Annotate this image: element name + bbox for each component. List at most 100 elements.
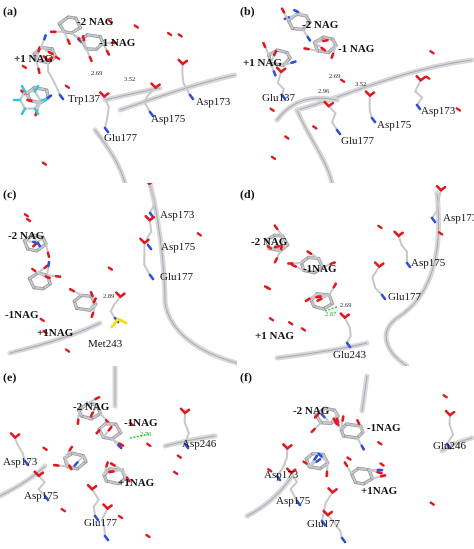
residue-bond bbox=[324, 491, 334, 504]
oxygen-atom bbox=[425, 75, 431, 80]
oxygen-atom bbox=[118, 442, 125, 447]
distance-label: 2.69 bbox=[91, 70, 103, 77]
panel-a: (a) -2 NAG -1 NAG +1 NAG Trp137 Asp173 A… bbox=[0, 0, 237, 183]
oxygen-atom bbox=[109, 462, 116, 467]
oxygen-atom bbox=[368, 91, 376, 97]
panel-f: (f) -2 NAG -1NAG +1NAG Asp173 Asp175 Glu… bbox=[237, 366, 474, 549]
residue-bond bbox=[100, 507, 109, 521]
oxygen-atom bbox=[41, 161, 48, 166]
residue-bond bbox=[21, 452, 26, 462]
oxygen-atom bbox=[429, 501, 435, 506]
nitrogen-atom bbox=[23, 459, 30, 467]
sugar-bond bbox=[313, 266, 324, 274]
fluorine-atom bbox=[20, 84, 27, 93]
sugar-substituent bbox=[72, 290, 83, 297]
oxygen-atom bbox=[273, 244, 281, 249]
residue-bond bbox=[113, 295, 122, 306]
residue-label: Glu137 bbox=[262, 92, 295, 104]
residue-bond bbox=[181, 62, 184, 74]
sugar-label: +1NAG bbox=[361, 485, 398, 497]
sugar-substituent bbox=[102, 429, 110, 439]
oxygen-atom bbox=[107, 19, 114, 24]
sugar-substituent bbox=[63, 30, 69, 42]
nitrogen-atom bbox=[43, 494, 50, 502]
nitrogen-atom bbox=[103, 126, 110, 134]
distance-label: 2.73 bbox=[140, 431, 152, 438]
sugar-substituent bbox=[83, 39, 88, 50]
oxygen-atom bbox=[302, 460, 308, 465]
sugar-label: +1NAG bbox=[118, 477, 155, 489]
residue-label: Asp175 bbox=[276, 495, 311, 507]
protein-ribbon-edge bbox=[246, 475, 293, 517]
oxygen-atom bbox=[105, 49, 111, 56]
fluorine-atom bbox=[33, 107, 40, 116]
sugar-bond bbox=[35, 243, 47, 252]
sugar-bond bbox=[90, 412, 102, 420]
oxygen-atom bbox=[439, 185, 447, 192]
sugar-bond bbox=[41, 236, 47, 246]
oxygen-atom bbox=[341, 415, 345, 422]
sugar-substituent bbox=[35, 59, 40, 70]
nitrogen-atom bbox=[46, 94, 53, 100]
sugar-substituent bbox=[276, 227, 284, 238]
oxygen-atom bbox=[329, 261, 336, 266]
residue-label: Asp173 bbox=[443, 212, 474, 224]
sugar-bond bbox=[301, 21, 311, 31]
residue-bond bbox=[331, 112, 337, 124]
residue-bond bbox=[371, 265, 381, 279]
residue-bond bbox=[143, 263, 151, 276]
residue-label: Asp175 bbox=[411, 257, 446, 269]
sugar-substituent bbox=[86, 398, 97, 405]
protein-ribbon-edge bbox=[276, 97, 338, 121]
nitrogen-atom bbox=[445, 442, 452, 450]
oxygen-atom bbox=[310, 427, 316, 434]
panel-c-structure bbox=[7, 183, 237, 366]
sugar-bond bbox=[269, 62, 284, 67]
oxygen-atom bbox=[54, 55, 61, 61]
oxygen-atom bbox=[94, 395, 101, 401]
oxygen-atom bbox=[181, 59, 189, 66]
residue-bond bbox=[92, 505, 96, 517]
oxygen-atom bbox=[106, 504, 113, 510]
residue-bond bbox=[103, 95, 110, 109]
oxygen-atom bbox=[343, 461, 349, 468]
protein-ribbon-edge bbox=[149, 183, 237, 364]
sugar-substituent bbox=[356, 436, 363, 447]
sugar-bond bbox=[28, 277, 35, 289]
oxygen-atom bbox=[21, 64, 28, 70]
oxygen-atom bbox=[377, 224, 383, 230]
residue-label: Asp173 bbox=[421, 105, 456, 117]
sugar-label: +1 NAG bbox=[243, 57, 282, 69]
nitrogen-atom bbox=[290, 60, 297, 65]
fluorine-atom bbox=[33, 84, 40, 93]
oxygen-atom bbox=[334, 421, 340, 427]
oxygen-atom bbox=[44, 275, 51, 280]
panel-d-letter: (d) bbox=[240, 187, 255, 201]
residue-bond bbox=[106, 106, 110, 120]
oxygen-atom bbox=[442, 394, 448, 399]
oxygen-atom bbox=[320, 46, 327, 52]
protein-ribbon-edge bbox=[385, 192, 440, 366]
residue-bond bbox=[414, 90, 424, 99]
protein-ribbon-edge bbox=[361, 375, 368, 412]
residue-bond bbox=[414, 79, 422, 93]
sugar-label: -2 NAG bbox=[293, 405, 330, 417]
residue-bond bbox=[371, 276, 377, 290]
residue-bond bbox=[448, 423, 455, 436]
oxygen-atom bbox=[39, 317, 45, 323]
oxygen-atom bbox=[105, 461, 109, 468]
residue-label: Asp175 bbox=[377, 119, 412, 131]
nitrogen-atom bbox=[73, 461, 79, 467]
panel-e-letter: (e) bbox=[3, 370, 17, 384]
nitrogen-atom bbox=[103, 534, 110, 542]
oxygen-atom bbox=[273, 224, 279, 231]
oxygen-atom bbox=[316, 297, 323, 303]
oxygen-atom bbox=[379, 474, 387, 478]
sugar-substituent bbox=[23, 239, 35, 243]
nitrogen-atom bbox=[306, 35, 312, 42]
nitrogen-atom bbox=[188, 93, 195, 101]
residue-label: Asp173 bbox=[3, 456, 38, 468]
nitrogen-atom bbox=[275, 474, 282, 482]
residue-bond bbox=[416, 96, 424, 106]
distance-label: 2.96 bbox=[318, 88, 330, 95]
